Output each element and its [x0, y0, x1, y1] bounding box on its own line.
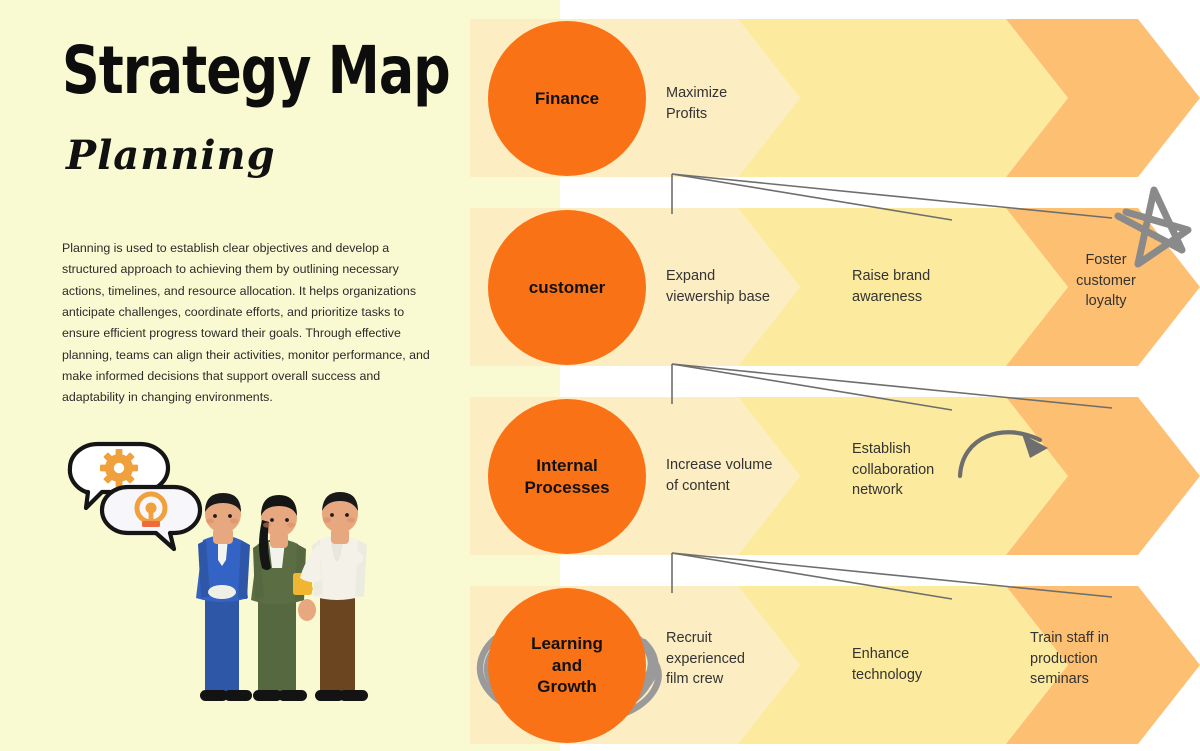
perspective-row-internal-processes: Increase volume of content Establish col… — [0, 397, 1200, 555]
gear-icon — [100, 449, 138, 487]
chevron-step-1-label: Recruit experienced film crew — [666, 630, 745, 688]
chevron-step-2-label: Establish collaboration network — [852, 441, 935, 499]
gear-speech-bubble-icon — [67, 441, 171, 511]
page-title: Strategy Map — [62, 32, 451, 109]
chevron-step-3-label: Foster customer loyalty — [1076, 252, 1136, 310]
page-subtitle: Planning — [66, 132, 276, 179]
perspective-circle-internal-processes: Internal Processes — [488, 399, 646, 554]
perspective-row-finance: Maximize Profits Finance — [0, 19, 1200, 177]
person-white-shirt — [300, 492, 368, 701]
lightbulb-speech-bubble-icon — [99, 484, 203, 552]
chevron-step-1-label: Expand viewership base — [666, 268, 770, 305]
chevron-track: Increase volume of content Establish col… — [470, 397, 1200, 555]
chevron-track: Maximize Profits Finance — [470, 19, 1200, 177]
chevron-step-2-label: Raise brand awareness — [852, 268, 931, 305]
perspective-circle-customer: customer — [488, 210, 646, 365]
chevron-step-3-label: Train staff in production seminars — [1030, 630, 1109, 688]
person-blue-suit — [196, 493, 252, 701]
chevron-step-1-label: Maximize Profits — [666, 85, 728, 122]
person-green-suit-with-mug — [251, 495, 318, 701]
perspective-row-learning-and-growth: Recruit experienced film crew Enhance te… — [0, 586, 1200, 744]
description-paragraph: Planning is used to establish clear obje… — [62, 241, 430, 405]
chevron-track: Expand viewership base Raise brand aware… — [470, 208, 1200, 366]
team-discussion-illustration — [62, 440, 392, 735]
chevron-step-2-label: Enhance technology — [852, 646, 923, 683]
lightbulb-icon — [134, 491, 168, 527]
perspective-circle-finance: Finance — [488, 21, 646, 176]
perspective-circle-learning-and-growth: Learning and Growth — [488, 588, 646, 743]
chevron-step-1-label: Increase volume of content — [666, 457, 773, 494]
chevron-track: Recruit experienced film crew Enhance te… — [470, 586, 1200, 744]
perspective-row-customer: Expand viewership base Raise brand aware… — [0, 208, 1200, 366]
